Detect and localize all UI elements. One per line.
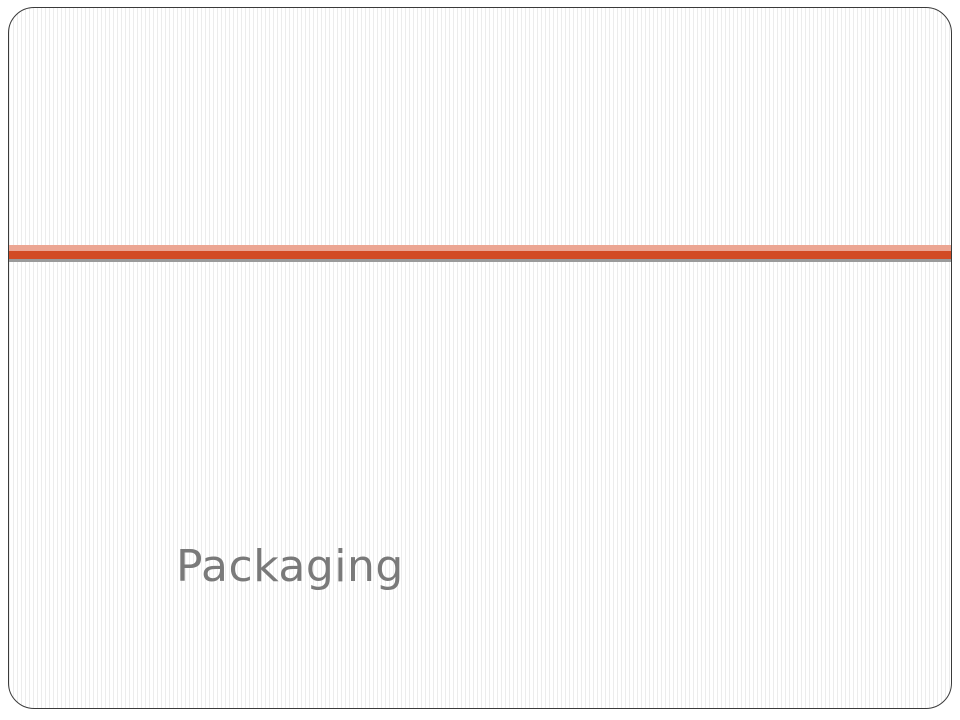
slide-frame: Packaging <box>8 7 952 709</box>
accent-divider <box>9 245 951 263</box>
accent-divider-main-band <box>9 251 951 259</box>
slide-title: Packaging <box>176 541 404 592</box>
accent-divider-gray-band <box>9 259 951 262</box>
accent-divider-light-band <box>9 245 951 251</box>
